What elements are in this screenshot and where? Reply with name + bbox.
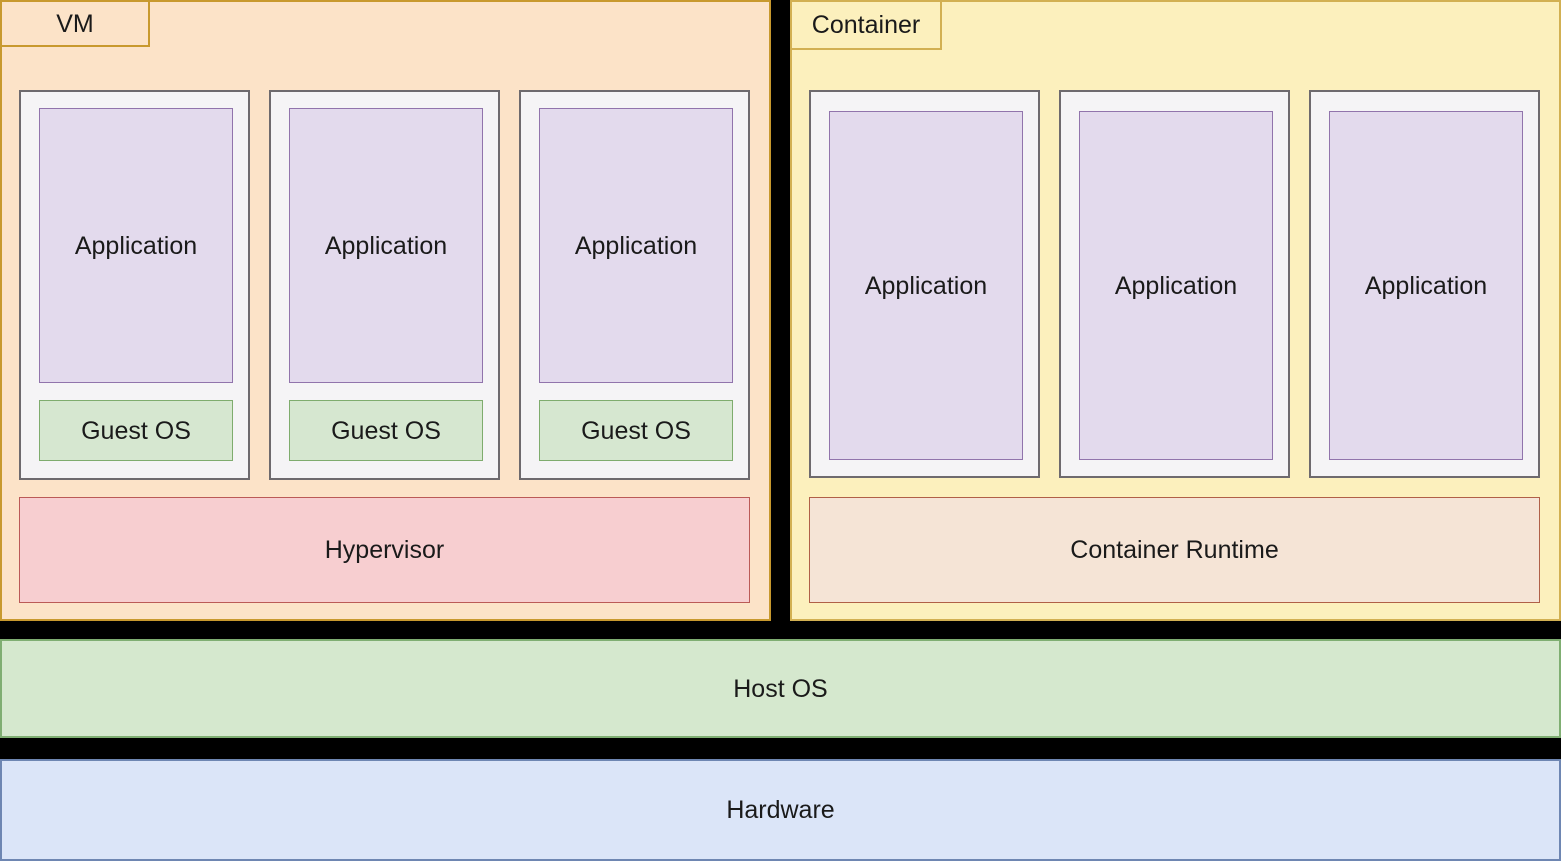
vm-machine-box-1: Application Guest OS [19,90,250,480]
vm2-guest-os-label: Guest OS [331,416,441,445]
hypervisor-box: Hypervisor [19,497,750,603]
vm-machine-box-3: Application Guest OS [519,90,750,480]
hardware-bar: Hardware [0,759,1561,861]
container1-application-box: Application [829,111,1023,460]
container-box-1: Application [809,90,1040,478]
vm1-guest-os-label: Guest OS [81,416,191,445]
container3-application-label: Application [1364,271,1488,300]
vm3-application-box: Application [539,108,733,383]
container1-application-label: Application [864,271,988,300]
host-os-bar: Host OS [0,639,1561,738]
vm1-application-label: Application [74,231,198,260]
vm3-application-label: Application [574,231,698,260]
container2-application-box: Application [1079,111,1273,460]
container-section-label: Container [811,11,921,39]
vm1-guest-os-box: Guest OS [39,400,233,461]
container2-application-label: Application [1114,271,1238,300]
vm2-application-box: Application [289,108,483,383]
host-os-label: Host OS [733,674,828,703]
container-runtime-label: Container Runtime [1070,536,1279,564]
container-box-2: Application [1059,90,1290,478]
hardware-label: Hardware [726,796,835,824]
vm1-application-box: Application [39,108,233,383]
vm3-guest-os-label: Guest OS [581,416,691,445]
container-runtime-box: Container Runtime [809,497,1540,603]
vm-section-label-box: VM [0,0,150,47]
hypervisor-label: Hypervisor [324,536,445,564]
vm-machine-box-2: Application Guest OS [269,90,500,480]
vm2-guest-os-box: Guest OS [289,400,483,461]
vm-section-label: VM [56,9,94,38]
container3-application-box: Application [1329,111,1523,460]
container-section-label-box: Container [790,0,942,50]
vm-section-panel: VM Application Guest OS Application Gues… [0,0,771,621]
container-section-panel: Container Application Application Applic… [790,0,1561,621]
vm3-guest-os-box: Guest OS [539,400,733,461]
vm2-application-label: Application [324,231,448,260]
container-box-3: Application [1309,90,1540,478]
